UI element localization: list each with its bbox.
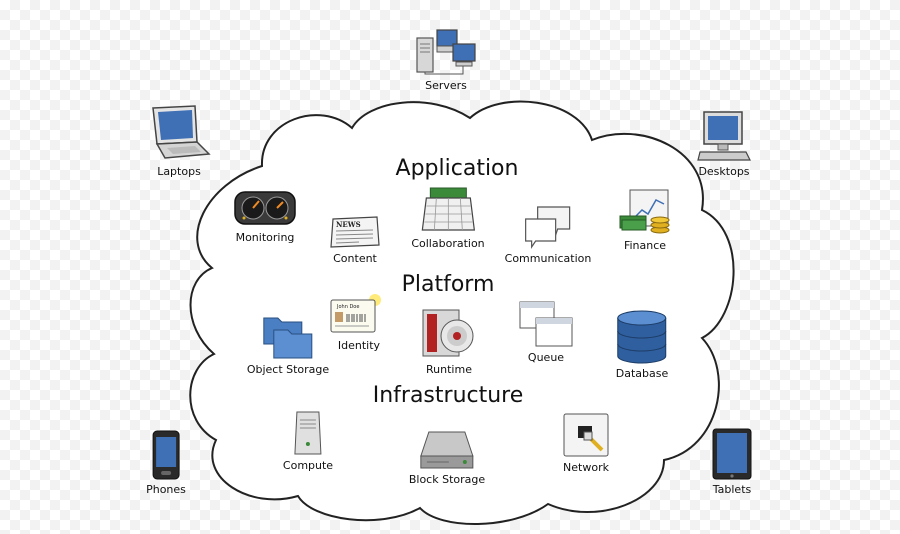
node-laptops: Laptops	[147, 104, 211, 178]
node-content: NEWS Content	[329, 215, 381, 265]
node-finance: Finance	[618, 188, 672, 252]
layer-title-application: Application	[395, 156, 519, 181]
newspaper-text: NEWS	[336, 220, 361, 229]
node-communication: Communication	[504, 205, 592, 265]
phones-label: Phones	[146, 483, 186, 496]
node-identity: John Doe Identity	[329, 292, 389, 352]
tablets-label: Tablets	[712, 483, 752, 496]
communication-label: Communication	[504, 252, 592, 265]
phone-icon	[152, 430, 180, 480]
desktop-icon	[697, 111, 751, 161]
node-network: Network	[562, 412, 610, 474]
node-collaboration: Collaboration	[411, 186, 485, 250]
finance-chart-icon	[619, 189, 670, 234]
tablet-icon	[712, 428, 752, 480]
node-tablets: Tablets	[712, 428, 752, 496]
node-phones: Phones	[146, 430, 186, 496]
laptop-icon	[152, 105, 211, 159]
servers-icon	[416, 29, 476, 75]
node-compute: Compute	[283, 410, 333, 472]
monitoring-label: Monitoring	[235, 231, 295, 244]
collaboration-label: Collaboration	[411, 237, 485, 250]
monitoring-gauge-icon	[234, 191, 296, 225]
id-card-icon: John Doe	[330, 294, 381, 333]
queue-windows-icon	[519, 301, 573, 347]
object-storage-label: Object Storage	[246, 363, 330, 376]
server-tower-icon	[294, 411, 322, 455]
desktops-label: Desktops	[698, 165, 750, 178]
queue-label: Queue	[527, 351, 565, 364]
folders-icon	[263, 317, 313, 359]
network-label: Network	[563, 461, 609, 474]
laptops-label: Laptops	[157, 165, 201, 178]
node-queue: Queue	[518, 300, 574, 364]
node-database: Database	[615, 310, 669, 380]
hard-drive-icon	[420, 431, 474, 469]
network-port-icon	[563, 413, 609, 457]
id-card-name: John Doe	[336, 304, 359, 310]
database-icon	[617, 310, 667, 364]
block-storage-label: Block Storage	[408, 473, 486, 486]
runtime-disc-icon	[422, 309, 474, 357]
node-runtime: Runtime	[421, 306, 477, 376]
node-desktops: Desktops	[696, 110, 752, 178]
content-label: Content	[333, 252, 377, 265]
calendar-icon	[421, 187, 475, 231]
finance-label: Finance	[623, 239, 667, 252]
runtime-label: Runtime	[426, 363, 472, 376]
chat-bubbles-icon	[525, 206, 571, 249]
compute-label: Compute	[282, 459, 334, 472]
identity-label: Identity	[337, 339, 381, 352]
node-block-storage: Block Storage	[409, 430, 485, 486]
node-object-storage: Object Storage	[247, 312, 329, 376]
servers-label: Servers	[425, 79, 467, 92]
database-label: Database	[615, 367, 669, 380]
layer-title-platform: Platform	[401, 272, 495, 297]
newspaper-icon: NEWS	[330, 216, 380, 248]
layer-title-infrastructure: Infrastructure	[372, 383, 524, 408]
node-servers: Servers	[413, 28, 479, 92]
node-monitoring: Monitoring	[233, 188, 297, 244]
